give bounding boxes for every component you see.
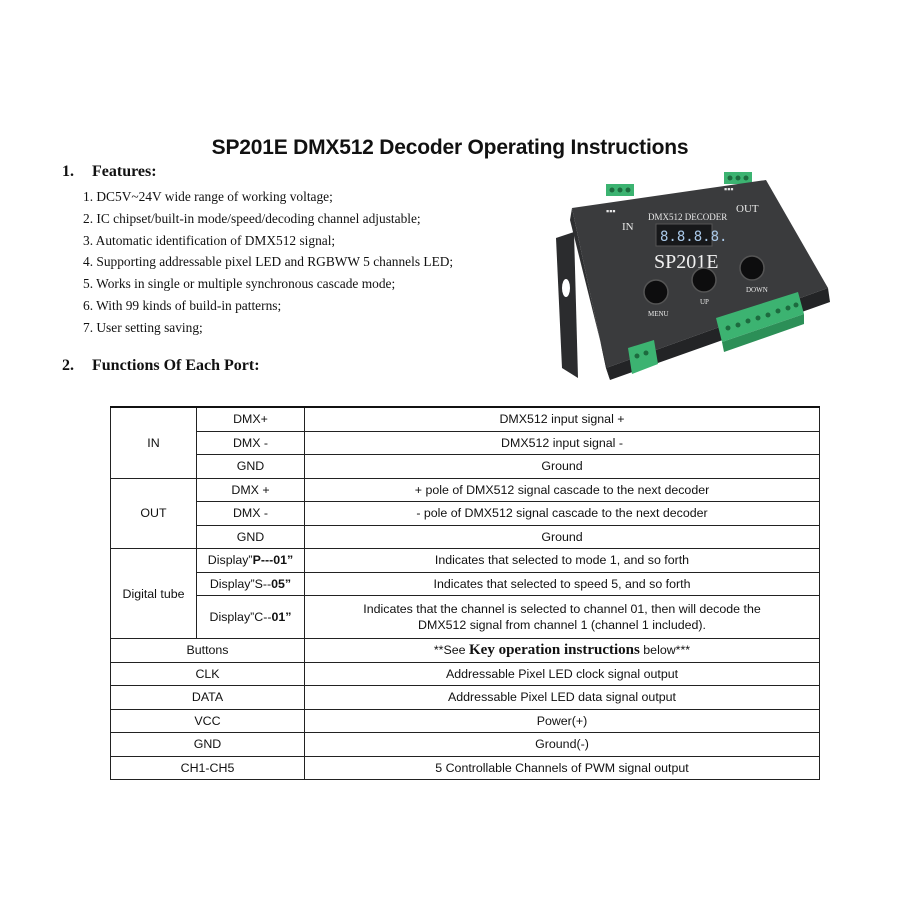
desc-line: Indicates that the channel is selected t…	[363, 602, 761, 616]
table-row: GND Ground	[111, 454, 820, 479]
port-cell: GND	[196, 524, 305, 549]
desc-cell: 5 Controllable Channels of PWM signal ou…	[304, 755, 820, 780]
desc-cell: DMX512 input signal +	[304, 406, 820, 432]
output-terminal-block	[716, 292, 804, 352]
table-row: Display”S--05” Indicates that selected t…	[111, 571, 820, 596]
label-in: IN	[622, 221, 634, 233]
desc-cell: Indicates that the channel is selected t…	[304, 595, 820, 639]
port-prefix: Display”C--	[209, 610, 272, 624]
in-terminal-block	[606, 184, 634, 196]
table-row: DATA Addressable Pixel LED data signal o…	[110, 685, 820, 710]
port-cell: GND	[110, 732, 305, 757]
desc-cell: Ground	[304, 454, 820, 479]
desc-cell: - pole of DMX512 signal cascade to the n…	[304, 501, 820, 526]
desc-cell: **See Key operation instructions below**…	[304, 638, 820, 663]
clk-data-terminal-block	[628, 340, 658, 374]
table-row: GND Ground	[111, 524, 820, 549]
desc-cell: Indicates that selected to mode 1, and s…	[304, 548, 820, 573]
table-row: DMX - - pole of DMX512 signal cascade to…	[111, 501, 820, 526]
section-number: 2.	[62, 357, 74, 374]
port-cell: DMX+	[196, 406, 305, 432]
port-cell: VCC	[110, 708, 305, 733]
up-button[interactable]	[691, 267, 717, 293]
digital-display	[655, 223, 713, 247]
port-cell: CH1-CH5	[110, 755, 305, 780]
section-heading: Features:	[92, 163, 157, 180]
table-row: OUT DMX + + pole of DMX512 signal cascad…	[110, 477, 820, 549]
feature-item: 4. Supporting addressable pixel LED and …	[83, 254, 454, 270]
label-up: UP	[700, 298, 709, 306]
port-cell: Display”S--05”	[196, 571, 305, 596]
port-cell: DMX +	[196, 477, 305, 502]
page-title: SP201E DMX512 Decoder Operating Instruct…	[211, 136, 689, 159]
out-terminal-block	[724, 172, 752, 184]
port-code: P---01”	[252, 553, 294, 568]
table-row: CH1-CH5 5 Controllable Channels of PWM s…	[110, 755, 820, 780]
in-pin-marks: ▪▪▪	[606, 206, 616, 216]
port-cell: Display”C--01”	[196, 595, 305, 639]
port-cell: DATA	[110, 685, 305, 710]
feature-item: 2. IC chipset/built-in mode/speed/decodi…	[83, 210, 421, 226]
port-prefix: Display”S--	[209, 576, 272, 591]
desc-cell: Addressable Pixel LED clock signal outpu…	[304, 661, 820, 686]
port-cell: Buttons	[110, 638, 305, 663]
feature-item: 1. DC5V~24V wide range of working voltag…	[83, 189, 333, 204]
desc-cell: Ground(-)	[304, 732, 820, 757]
group-cell-in: IN	[110, 406, 197, 479]
port-cell: DMX -	[196, 501, 305, 526]
desc-post: below***	[639, 643, 691, 658]
out-pin-marks: ▪▪▪	[724, 184, 734, 194]
port-cell: GND	[196, 454, 305, 479]
desc-cell: Indicates that selected to speed 5, and …	[304, 571, 820, 596]
port-code: 01”	[271, 610, 292, 624]
table-row: IN DMX+ DMX512 input signal +	[110, 406, 820, 479]
feature-item: 6. With 99 kinds of build-in patterns;	[83, 297, 282, 313]
down-button[interactable]	[739, 255, 765, 281]
section-heading: Functions Of Each Port:	[92, 357, 260, 374]
table-row: Buttons **See Key operation instructions…	[110, 638, 820, 663]
table-row: DMX - DMX512 input signal -	[111, 430, 820, 455]
feature-item: 3. Automatic identification of DMX512 si…	[83, 232, 336, 248]
port-cell: CLK	[110, 661, 305, 686]
table-row: GND Ground(-)	[110, 732, 820, 757]
group-cell-out: OUT	[110, 477, 197, 549]
desc-cell: + pole of DMX512 signal cascade to the n…	[304, 477, 820, 502]
ports-table: IN DMX+ DMX512 input signal + DMX - DMX5…	[110, 406, 820, 780]
port-cell: DMX -	[196, 430, 305, 455]
desc-cell: DMX512 input signal -	[304, 430, 820, 455]
label-down: DOWN	[746, 286, 768, 294]
port-prefix: Display”	[207, 553, 253, 568]
desc-cell: Addressable Pixel LED data signal output	[304, 685, 820, 710]
desc-cell: Power(+)	[304, 708, 820, 733]
feature-item: 7. User setting saving;	[83, 319, 203, 335]
menu-button[interactable]	[643, 279, 669, 305]
table-row: CLK Addressable Pixel LED clock signal o…	[110, 661, 820, 686]
desc-pre: **See	[433, 643, 469, 658]
group-cell-digital-tube: Digital tube	[110, 548, 197, 639]
section-number: 1.	[62, 163, 74, 180]
table-row: Digital tube Display”P---01” Indicates t…	[110, 548, 820, 639]
ports-heading: 2. Functions Of Each Port:	[62, 357, 260, 375]
desc-cell: Ground	[304, 524, 820, 549]
table-row: VCC Power(+)	[110, 708, 820, 733]
label-menu: MENU	[648, 310, 669, 318]
label-out: OUT	[736, 203, 759, 215]
features-heading: 1. Features:	[62, 163, 157, 181]
label-decoder: DMX512 DECODER	[648, 212, 727, 222]
feature-item: 5. Works in single or multiple synchrono…	[83, 276, 396, 292]
display-text: 8.8.8.8.	[660, 229, 727, 245]
key-operation-ref: Key operation instructions	[469, 642, 640, 659]
port-code: 05”	[271, 576, 292, 591]
table-row: Display”C--01” Indicates that the channe…	[111, 595, 820, 639]
port-cell: Display”P---01”	[196, 548, 305, 573]
decoder-device-image: ▪▪▪ IN ▪▪▪ OUT DMX512 DECODER 8.8.8.8. S…	[556, 172, 830, 380]
desc-line: DMX512 signal from channel 1 (channel 1 …	[418, 618, 706, 632]
features-list: 1. DC5V~24V wide range of working voltag…	[83, 186, 453, 339]
